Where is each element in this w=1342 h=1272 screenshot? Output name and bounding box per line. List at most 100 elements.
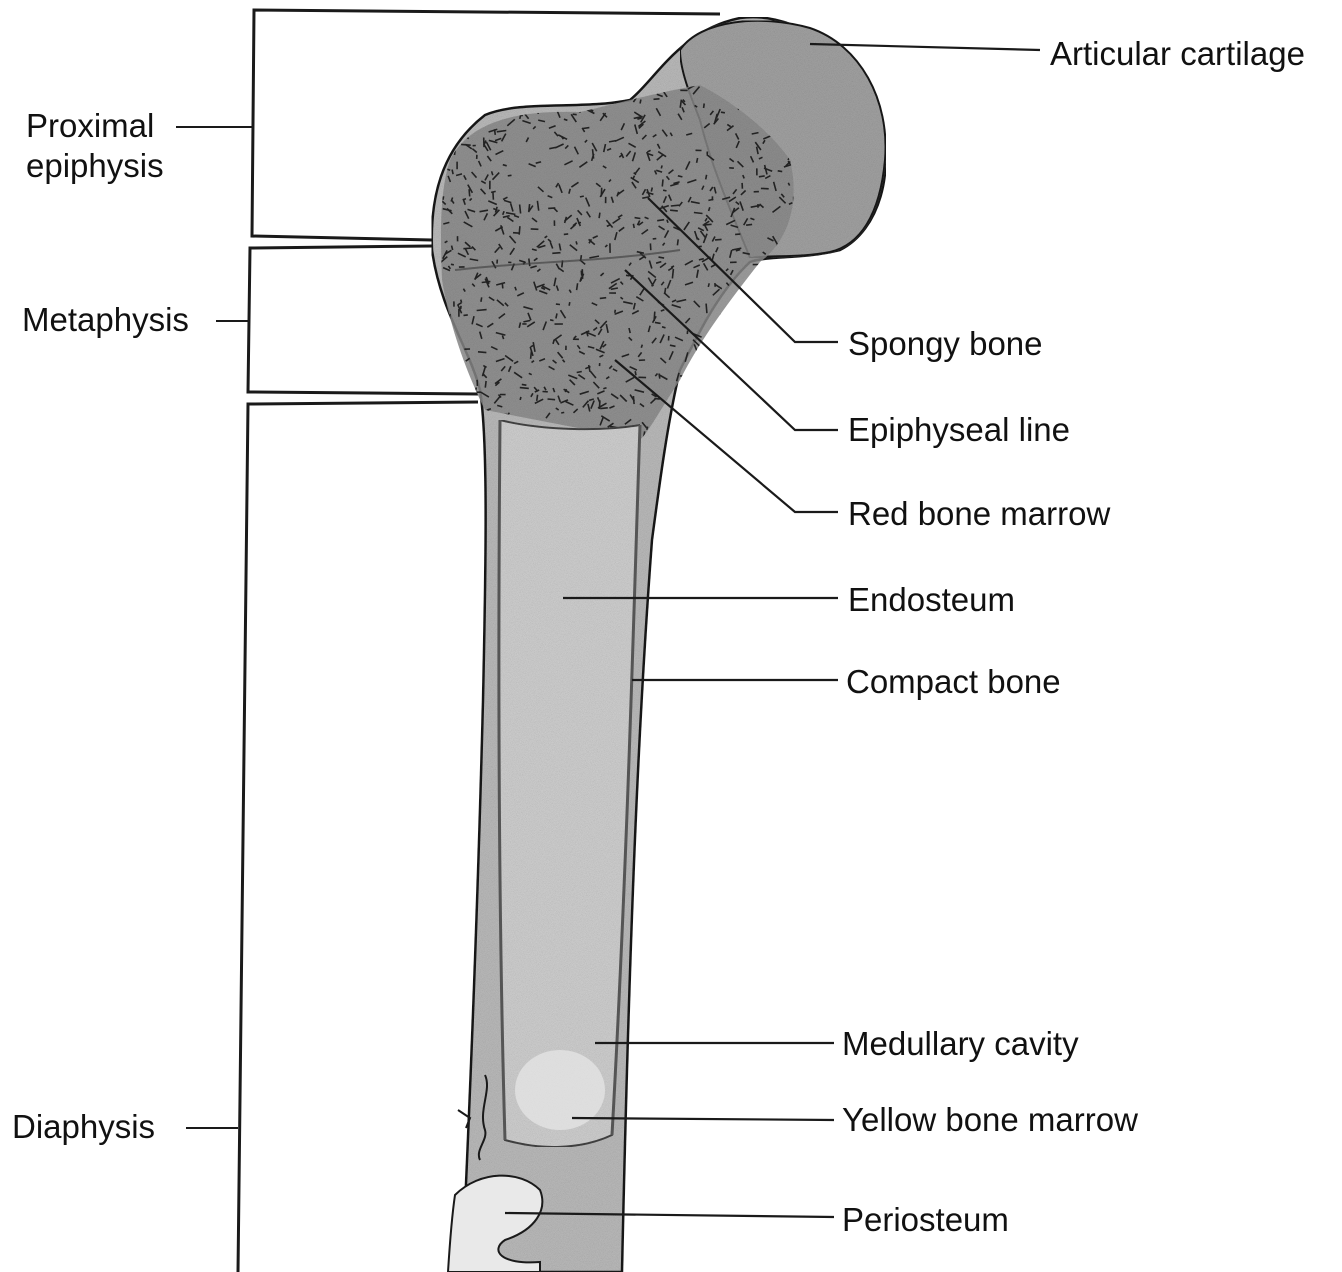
spongy-speckle	[703, 224, 712, 225]
spongy-speckle	[600, 408, 608, 409]
spongy-speckle	[670, 345, 676, 346]
spongy-speckle	[477, 425, 481, 429]
proximal-epiphysis-label: Proximal epiphysis	[26, 106, 164, 186]
spongy-speckle	[799, 257, 800, 263]
spongy-speckle	[678, 401, 685, 402]
spongy-speckle	[441, 89, 444, 93]
spongy-speckle	[771, 345, 774, 347]
spongy-speckle	[441, 97, 443, 101]
spongy-speckle	[654, 399, 660, 400]
spongy-speckle	[640, 100, 641, 104]
spongy-speckle	[757, 299, 765, 302]
spongy-speckle	[725, 314, 727, 321]
spongy-speckle	[774, 374, 779, 381]
spongy-speckle	[708, 283, 709, 287]
spongy-speckle	[478, 440, 481, 444]
spongy-speckle	[721, 314, 728, 321]
spongy-speckle	[797, 356, 798, 363]
spongy-speckle	[663, 190, 666, 191]
spongy-speckle	[629, 89, 635, 94]
spongy-speckle	[796, 436, 802, 439]
spongy-speckle	[472, 93, 477, 98]
spongy-speckle	[522, 384, 527, 385]
spongy-speckle	[641, 345, 642, 348]
spongy-speckle	[635, 371, 636, 375]
spongy-speckle	[773, 402, 778, 407]
spongy-speckle	[737, 330, 739, 336]
spongy-speckle	[790, 352, 792, 361]
spongy-speckle	[745, 387, 750, 393]
spongy-speckle	[744, 312, 746, 321]
spongy-speckle	[459, 438, 461, 443]
spongy-speckle	[737, 307, 743, 314]
spongy-speckle	[727, 379, 731, 386]
proximal-epiphysis-label-line-2: epiphysis	[26, 146, 164, 186]
spongy-speckle	[437, 96, 440, 102]
spongy-speckle	[450, 87, 451, 90]
spongy-speckle	[444, 94, 452, 97]
spongy-speckle	[740, 309, 743, 313]
spongy-speckle	[767, 418, 774, 420]
spongy-speckle	[675, 415, 676, 422]
spongy-speckle	[741, 310, 746, 312]
spongy-speckle	[599, 213, 600, 219]
spongy-speckle	[778, 171, 783, 172]
spongy-speckle	[665, 288, 666, 294]
spongy-speckle	[763, 320, 771, 322]
spongy-speckle	[747, 343, 755, 348]
spongy-speckle	[723, 381, 725, 389]
spongy-speckle	[502, 283, 503, 289]
spongy-speckle	[531, 352, 532, 359]
spongy-speckle	[447, 406, 457, 407]
spongy-speckle	[734, 414, 737, 417]
spongy-speckle	[722, 345, 723, 350]
spongy-speckle	[635, 218, 641, 219]
spongy-speckle	[672, 269, 673, 278]
spongy-speckle	[785, 375, 792, 377]
spongy-speckle	[509, 103, 514, 107]
spongy-speckle	[654, 99, 660, 100]
spongy-speckle	[763, 266, 771, 272]
spongy-speckle	[764, 370, 768, 376]
spongy-speckle	[762, 396, 770, 398]
spongy-speckle	[789, 324, 793, 329]
spongy-speckle	[749, 342, 759, 343]
femur-illustration	[432, 17, 886, 1272]
spongy-speckle	[771, 323, 775, 325]
spongy-speckle	[767, 367, 772, 368]
spongy-speckle	[593, 92, 601, 95]
spongy-speckle	[712, 331, 717, 337]
spongy-speckle	[750, 341, 752, 345]
spongy-speckle	[661, 165, 662, 168]
spongy-speckle	[474, 411, 475, 414]
spongy-speckle	[633, 396, 634, 404]
spongy-speckle	[476, 439, 482, 447]
spongy-speckle	[564, 234, 568, 235]
spongy-speckle	[615, 310, 616, 313]
epiphyseal-line-label: Epiphyseal line	[848, 410, 1070, 450]
spongy-speckle	[774, 385, 777, 389]
spongy-speckle	[775, 276, 779, 285]
spongy-speckle	[550, 320, 553, 321]
spongy-speckle	[548, 399, 556, 400]
spongy-bone-label: Spongy bone	[848, 324, 1043, 364]
spongy-speckle	[760, 274, 761, 283]
spongy-speckle	[670, 210, 678, 211]
spongy-speckle	[565, 389, 566, 392]
spongy-speckle	[702, 378, 707, 385]
spongy-speckle	[467, 112, 470, 114]
spongy-speckle	[491, 191, 496, 192]
spongy-speckle	[448, 412, 450, 418]
spongy-speckle	[520, 205, 521, 214]
spongy-speckle	[704, 104, 705, 109]
spongy-speckle	[511, 96, 512, 99]
spongy-speckle	[686, 388, 695, 392]
spongy-speckle	[742, 344, 748, 346]
spongy-speckle	[453, 123, 457, 126]
spongy-speckle	[478, 352, 486, 353]
spongy-speckle	[750, 431, 752, 439]
spongy-speckle	[706, 304, 707, 314]
spongy-speckle	[633, 224, 634, 228]
spongy-speckle	[671, 205, 679, 206]
diaphysis-bracket	[238, 402, 478, 1272]
